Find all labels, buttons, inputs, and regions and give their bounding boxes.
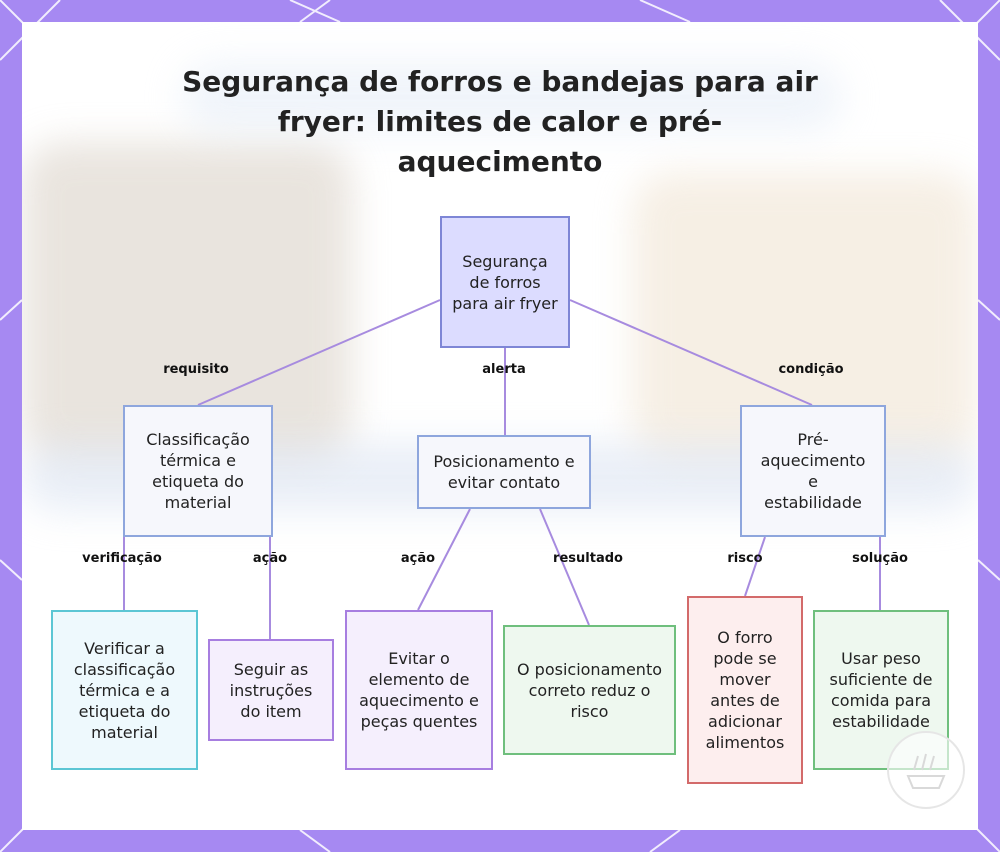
edge-label-requisito: requisito xyxy=(163,362,229,377)
node-verificar: Verificar a classificação térmica e a et… xyxy=(51,610,198,770)
edge-label-solucao: solução xyxy=(852,551,908,566)
edge-label-verificacao: verificação xyxy=(82,551,162,566)
edge-label-risco: risco xyxy=(727,551,763,566)
edge-root-preaquecimento xyxy=(569,299,813,406)
node-preaquecimento: Pré-aquecimento e estabilidade xyxy=(740,405,886,537)
node-posicionamento-correto: O posicionamento correto reduz o risco xyxy=(503,625,676,755)
node-root: Segurança de forros para air fryer xyxy=(440,216,570,348)
edge-posicionamento-correto xyxy=(539,508,590,626)
edge-root-classificacao xyxy=(197,299,441,406)
node-seguir: Seguir as instruções do item xyxy=(208,639,334,741)
edge-label-acao-1: ação xyxy=(252,551,288,566)
edge-posicionamento-evitar xyxy=(417,508,471,611)
node-forro-mover: O forro pode se mover antes de adicionar… xyxy=(687,596,803,784)
node-classificacao: Classificação térmica e etiqueta do mate… xyxy=(123,405,273,537)
node-posicionamento: Posicionamento e evitar contato xyxy=(417,435,591,509)
watermark-logo-icon xyxy=(887,731,965,809)
diagram-title: Segurança de forros e bandejas para air … xyxy=(182,65,818,178)
edge-label-alerta: alerta xyxy=(482,362,526,377)
edge-label-resultado: resultado xyxy=(553,551,623,566)
edge-label-acao-2: ação xyxy=(400,551,436,566)
edge-label-condicao: condição xyxy=(778,362,844,377)
node-evitar: Evitar o elemento de aquecimento e peças… xyxy=(345,610,493,770)
edge-preaquecimento-forro xyxy=(744,536,766,597)
node-usar-peso: Usar peso suficiente de comida para esta… xyxy=(813,610,949,770)
background-blur-top xyxy=(182,62,842,132)
